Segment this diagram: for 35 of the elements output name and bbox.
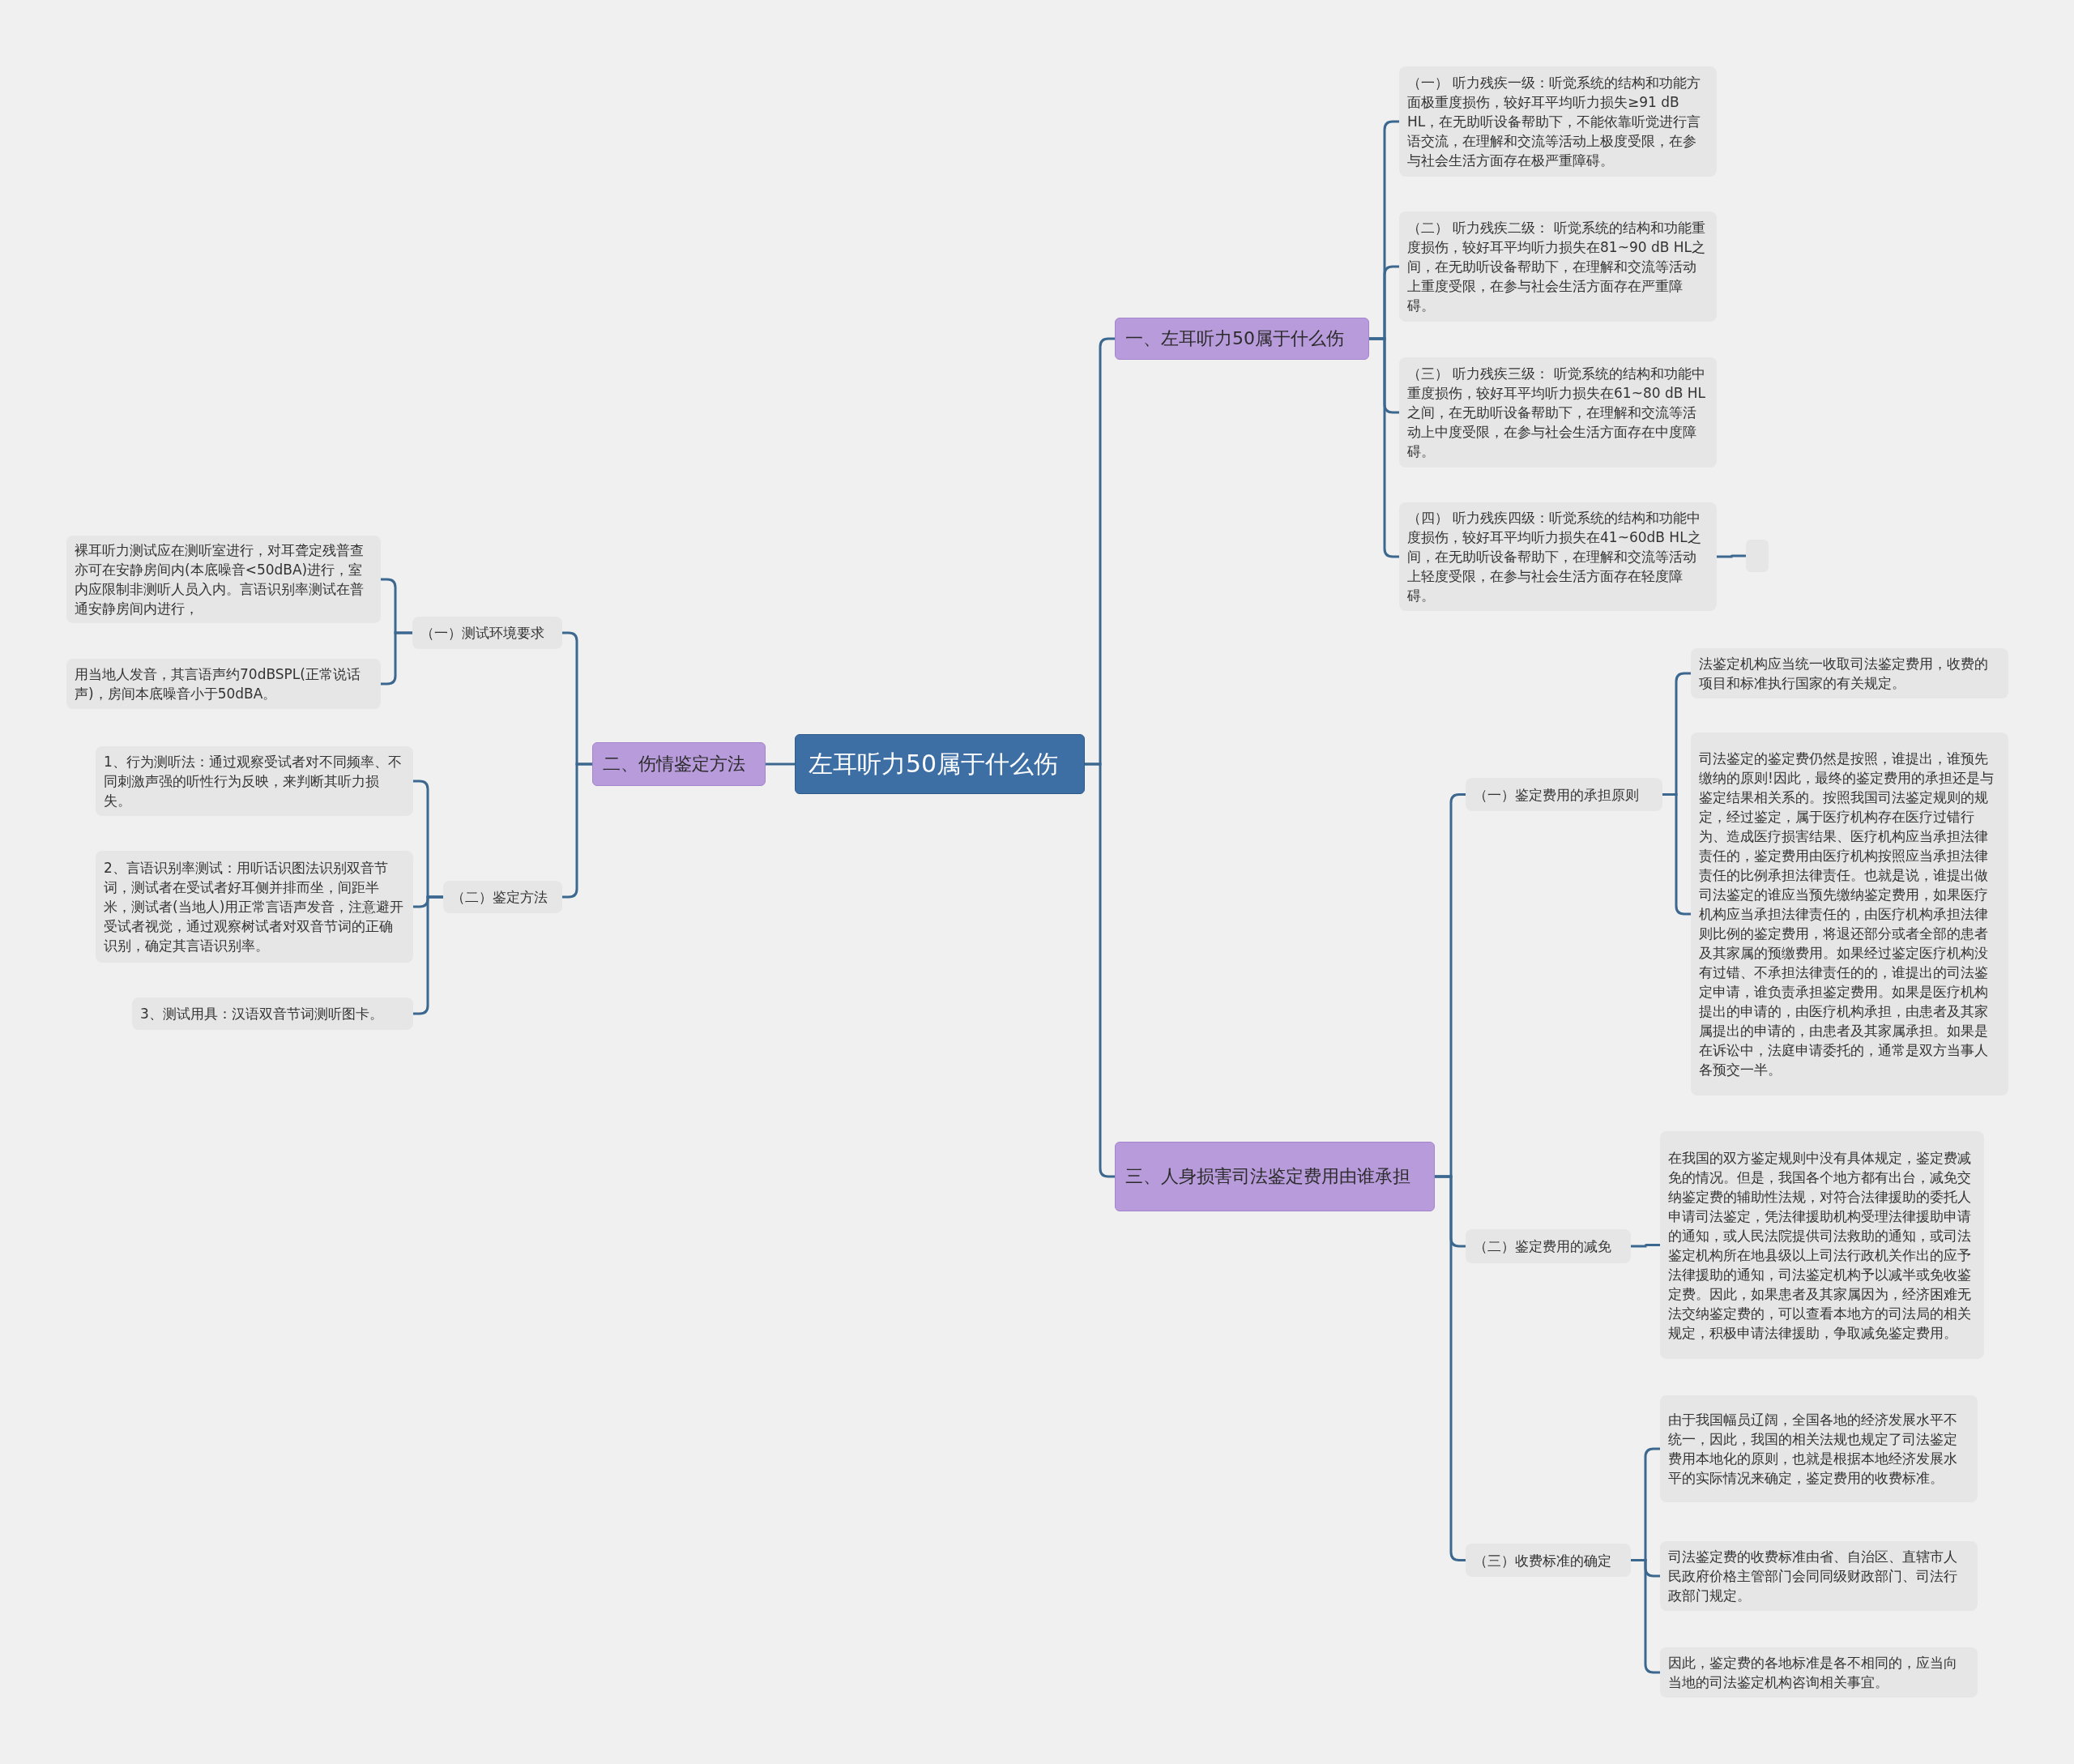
topic-card: 2、言语识别率测试：用听话识图法识别双音节词，测试者在受试者好耳侧并排而坐，间距半米，测试者(当地人)用正常言语声发音，注意避开受试者视觉，通过观察树试者对双音节词的正确识别，确定其言语识别率。 <box>96 851 413 963</box>
topic-card: （一）鉴定费用的承担原则 <box>1466 778 1662 811</box>
topic-card: （一） 听力残疾一级：听觉系统的结构和功能方面极重度损伤，较好耳平均听力损失≥91 dB HL，在无助听设备帮助下，不能依靠听觉进行言语交流，在理解和交流等活动上极度受限，在参与社会生活方面存在极严重障碍。 <box>1399 66 1717 177</box>
connector-line <box>1631 1559 1660 1674</box>
connector-line <box>381 631 412 686</box>
topic-card: 司法鉴定的鉴定费仍然是按照，谁提出，谁预先缴纳的原则!因此，最终的鉴定费用的承担还是与鉴定结果相关系的。按照我国司法鉴定规则的规定，经过鉴定，属于医疗机构存在医疗过错行为、造成医疗损害结果、医疗机构应当承担法律责任的，鉴定费用由医疗机构按照应当承担法律责任的比例承担法律责任。也就是说，谁提出做司法鉴定的谁应当预先缴纳鉴定费用，如果医疗机构应当承担法律责任的，由医疗机构承担法律则比例的鉴定费用，将退还部分或者全部的患者及其家属的预缴费用。如果经过鉴定医疗机构没有过错、不承担法律责任的的，谁提出的司法鉴定申请，谁负责承担鉴定费用。如果是医疗机构提出的申请的，由医疗机构承担，由患者及其家属提出的申请的，由患者及其家属承担。如果是在诉讼中，法庭申请委托的，通常是双方当事人各预交一半。 <box>1691 733 2008 1096</box>
main-topic: 一、左耳听力50属于什么伤 <box>1115 318 1369 360</box>
topic-card: 因此，鉴定费的各地标准是各不相同的，应当向当地的司法鉴定机构咨询相关事宜。 <box>1660 1647 1978 1698</box>
connector-line <box>766 762 795 766</box>
topic-card: 用当地人发音，其言语声约70dBSPL(正常说话声)，房间本底噪音小于50dBA。 <box>66 659 381 709</box>
empty-topic-box <box>1746 540 1769 572</box>
connector-line <box>562 762 592 899</box>
topic-card: （三）收费标准的确定 <box>1466 1544 1631 1577</box>
main-topic: 三、人身损害司法鉴定费用由谁承担 <box>1115 1142 1435 1211</box>
topic-card: （二） 听力残疾二级： 听觉系统的结构和功能重度损伤，较好耳平均听力损失在81~90 dB HL之间，在无助听设备帮助下，在理解和交流等活动上重度受限，在参与社会生活方面存在严重障碍。 <box>1399 211 1717 322</box>
connector-line <box>1435 1175 1466 1561</box>
topic-card: （四） 听力残疾四级：听觉系统的结构和功能中度损伤，较好耳平均听力损失在41~60dB HL之间，在无助听设备帮助下，在理解和交流等活动上轻度受限，在参与社会生活方面存在轻度障碍。 <box>1399 502 1717 611</box>
connector-line <box>413 895 443 1015</box>
topic-card: 司法鉴定费的收费标准由省、自治区、直辖市人民政府价格主管部门会同同级财政部门、司法行政部门规定。 <box>1660 1541 1978 1611</box>
topic-card: 裸耳听力测试应在测听室进行，对耳聋定残普查亦可在安静房间内(本底噪音<50dBA)进行，室内应限制非测听人员入内。言语识别率测试在普通安静房间内进行， <box>66 536 381 623</box>
topic-card: （二）鉴定费用的减免 <box>1466 1229 1631 1263</box>
central-topic: 左耳听力50属于什么伤 <box>795 734 1085 794</box>
topic-card: 3、测试用具：汉语双音节词测听图卡。 <box>132 997 413 1030</box>
main-topic: 二、伤情鉴定方法 <box>592 742 766 786</box>
topic-card: （三） 听力残疾三级： 听觉系统的结构和功能中重度损伤，较好耳平均听力损失在61~80 dB HL之间，在无助听设备帮助下，在理解和交流等活动上中度受限，在参与社会生活方面存在中度障碍。 <box>1399 357 1717 468</box>
connector-line <box>1085 762 1115 1178</box>
topic-card: 由于我国幅员辽阔，全国各地的经济发展水平不统一，因此，我国的相关法规也规定了司法鉴定费用本地化的原则，也就是根据本地经济发展水平的实际情况来确定，鉴定费用的收费标准。 <box>1660 1395 1978 1502</box>
connector-line <box>1369 337 1399 558</box>
topic-card: 1、行为测听法：通过观察受试者对不同频率、不同刺激声强的听性行为反映，来判断其听力损失。 <box>96 746 413 816</box>
topic-card: （一）测试环境要求 <box>412 617 562 649</box>
connector-line <box>1717 554 1746 558</box>
topic-card: 法鉴定机构应当统一收取司法鉴定费用，收费的项目和标准执行国家的有关规定。 <box>1691 648 2008 698</box>
connector-line <box>1631 1244 1660 1248</box>
topic-card: （二）鉴定方法 <box>443 881 562 913</box>
topic-card: 在我国的双方鉴定规则中没有具体规定，鉴定费减免的情况。但是，我国各个地方都有出台，减免交纳鉴定费的辅助性法规，对符合法律援助的委托人申请司法鉴定，凭法律援助机构受理法律援助申请的通知，或人民法院提供司法救助的通知，或司法鉴定机构所在地县级以上司法行政机关作出的应予法律援助的通知，司法鉴定机构予以减半或免收鉴定费。因此，如果患者及其家属因为，经济困难无法交纳鉴定费的，可以查看本地方的司法局的相关规定，积极申请法律援助，争取减免鉴定费用。 <box>1660 1131 1984 1359</box>
